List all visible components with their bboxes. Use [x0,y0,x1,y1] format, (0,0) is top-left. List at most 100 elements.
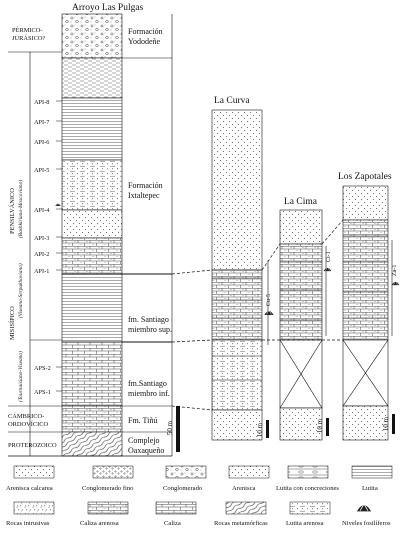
fossil-icon-curva [264,310,274,316]
column-title-arroyo: Arroyo Las Pulgas [72,3,144,13]
layer-ixtaltepec-api5 [61,159,123,211]
legend-label-conglomerado-fino: Conglomerado fino [82,485,134,492]
curva-layer-2 [211,269,263,341]
period-misisipico-sub1: (Viseano-Serpukhoviano) [17,263,24,318]
fossil-level-icon [55,203,61,207]
bed-api-2: API-2 [34,251,49,258]
bed-api-4: API-4 [34,207,50,214]
legend-swatch-conglomerado [165,465,207,479]
formation-ixtaltepec-1: Formación [128,181,163,190]
curva-layer-3 [211,339,263,411]
column-arroyo-las-pulgas: Arroyo Las Pulgas PÉRMICO- JURÁSICO? PEN… [8,3,180,457]
fossil-icon-cima [323,266,332,272]
cima-layer-base [279,407,323,441]
layer-santiago-sup [61,273,123,343]
scale-bar-zapotales [392,414,395,434]
zap-layer-base [342,405,389,441]
period-pensilvanico: PENSILVÁNICO [8,188,16,234]
scale-label-zapotales: 10 m [382,416,390,431]
period-misisipico-sub2: (Tournaisiano-Viseano) [17,351,24,402]
formation-santiago-inf-2: miembro inf. [128,389,170,398]
column-title-zapotales: Los Zapotales [338,172,392,182]
bed-api-7: API-7 [34,119,49,126]
zap-layer-2 [342,219,389,341]
legend: Arenisca calcarea Conglomerado fino Cong… [6,465,393,527]
bed-api-3: API-3 [34,235,49,242]
legend-label-caliza-arenosa: Caliza arenosa [80,520,119,527]
legend-label-conglomerado: Conglomerado [163,485,203,492]
layer-tinu [61,405,123,433]
scale-bar-main [176,406,180,452]
layer-ixtaltepec-upper [61,57,123,99]
legend-swatch-rocas-metamorficas [225,501,267,515]
scale-bar-curva [266,420,269,438]
bed-api-6: API-6 [34,139,49,146]
column-la-curva: La Curva Cu-5 10 m [211,96,274,441]
layer-yododene [61,13,123,59]
formation-ixtaltepec-2: Ixtaltepec [128,191,160,200]
legend-swatch-caliza [155,501,197,515]
legend-swatch-lutita [351,465,393,479]
bed-api-8: API-8 [34,99,49,106]
formation-yododene-2: Yododeñe [128,37,161,46]
sample-ci-1: Ci-1 [326,251,332,262]
legend-label-niveles-fosiliferos: Niveles fosilíferos [342,520,391,527]
bed-api-1: API-1 [34,268,49,275]
correlation-lines [171,219,344,411]
legend-label-arenisca: Arenisca [232,485,256,492]
zap-layer-top [342,185,389,221]
formation-tinu: Fm. Tiñú [128,416,157,425]
formation-oaxaqueno-2: Oaxaqueño [128,446,164,455]
legend-label-lutita: Lutita [362,485,378,492]
legend-swatch-arenisca [228,465,270,479]
legend-label-lutita-concreciones: Lutita con concreciones [276,485,339,492]
formation-santiago-sup-2: miembro sup. [128,325,172,334]
layer-ixtaltepec-api3 [61,237,123,275]
layer-ixtaltepec-api4 [61,209,123,239]
legend-label-rocas-metamorficas: Rocas metamórficas [214,520,268,527]
layer-oaxaqueno [61,431,123,457]
layer-ixtaltepec-api8 [61,97,123,161]
scale-label-main: 50 m [166,420,174,435]
column-title-la-curva: La Curva [214,96,250,106]
legend-label-arenisca-calcarea: Arenisca calcarea [6,485,53,492]
formation-santiago-sup-1: fm. Santiago [128,315,169,324]
legend-label-rocas-intrusivas: Rocas intrusivas [6,520,50,527]
period-pensilvanico-sub: (Bashkiriano-Moscoviano) [17,180,24,238]
layer-santiago-inf [61,341,123,407]
legend-swatch-lutita-concreciones [287,465,329,479]
legend-swatch-caliza-arenosa [87,501,129,515]
period-proterozoico: PROTEROZOICO [8,442,57,449]
sample-za-1: Za-1 [392,265,398,276]
cima-layer-top [279,209,323,245]
formation-oaxaqueno-1: Complejo [128,436,160,445]
column-title-la-cima: La Cima [284,197,318,207]
period-permico-1: PÉRMICO- [12,26,43,34]
legend-label-caliza: Caliza [164,520,181,527]
scale-label-curva: 10 m [256,422,264,437]
period-misisipico: MISISÍPICO [8,306,16,340]
period-permico-2: JURÁSICO? [12,34,46,42]
legend-swatch-rocas-intrusivas [13,501,55,515]
formation-yododene-1: Formación [128,27,163,36]
legend-swatch-arenisca-calcarea [13,465,55,479]
scale-label-cima: 10 m [316,418,324,433]
bed-aps-2: APS-2 [34,365,51,372]
column-los-zapotales: Los Zapotales Za-1 10 m [338,172,400,441]
column-la-cima: La Cima Ci-1 10 m [279,197,332,441]
fossil-icon-zapotales [391,280,400,286]
period-cambrico-2: ORDOVÍCICO [8,420,49,428]
sample-cu-5: Cu-5 [266,294,272,306]
scale-bar-cima [326,418,329,436]
curva-layer-4 [211,409,263,441]
bed-aps-1: APS-1 [34,389,51,396]
formation-santiago-inf-1: fm.Santiago [128,379,167,388]
bed-api-5: API-5 [34,167,49,174]
curva-layer-top [211,109,263,271]
period-cambrico-1: CÁMBRICO- [8,412,44,420]
cima-layer-2 [279,243,323,341]
legend-swatch-conglomerado-fino [92,465,134,479]
legend-swatch-niveles-fosiliferos [356,503,372,512]
legend-label-lutita-arenosa: Lutita arenosa [286,520,324,527]
